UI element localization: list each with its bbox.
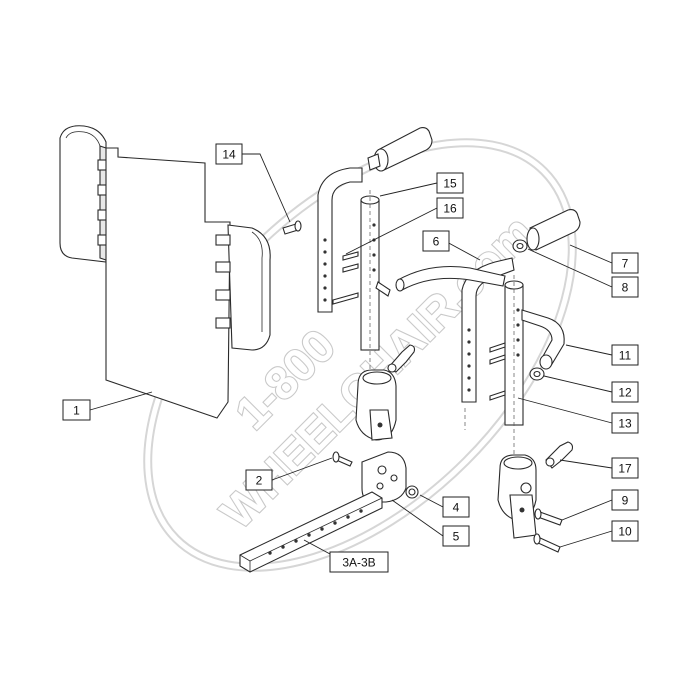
callout-3a-3b: 3A-3B [329, 551, 389, 573]
left-socket-bracket [355, 369, 397, 441]
svg-text:1: 1 [73, 404, 80, 418]
svg-text:2: 2 [256, 474, 263, 488]
callout-12: 12 [611, 381, 639, 403]
callout-5: 5 [442, 525, 470, 547]
svg-text:5: 5 [453, 530, 460, 544]
callout-14: 14 [215, 143, 243, 165]
grip-part-7 [526, 209, 581, 251]
svg-text:9: 9 [622, 494, 629, 508]
callout-17: 17 [611, 457, 639, 479]
svg-text:16: 16 [443, 202, 457, 216]
bolt-part-2 [332, 451, 353, 467]
callout-8: 8 [611, 276, 639, 298]
callout-16: 16 [436, 197, 464, 219]
callout-7: 7 [611, 252, 639, 274]
bolt-part-9 [534, 508, 563, 526]
cap-part-12 [529, 367, 545, 381]
callout-11: 11 [611, 344, 639, 366]
svg-text:17: 17 [618, 462, 632, 476]
left-tube-screws [332, 251, 391, 305]
callout-10: 10 [611, 520, 639, 542]
callout-4: 4 [442, 496, 470, 518]
svg-text:11: 11 [619, 349, 632, 363]
callout-9: 9 [611, 489, 639, 511]
side-panel-part-1 [59, 125, 271, 419]
left-tube-holes [323, 238, 327, 302]
lever-part-17 [545, 441, 574, 469]
crossbar-tube [395, 265, 506, 292]
svg-text:6: 6 [433, 235, 440, 249]
svg-text:3A-3B: 3A-3B [342, 556, 375, 570]
svg-text:14: 14 [222, 148, 236, 162]
screw-part-14 [282, 220, 302, 235]
svg-text:15: 15 [443, 177, 457, 191]
callout-13: 13 [611, 412, 639, 434]
screws-part-13 [489, 342, 506, 401]
side-bar-part-11 [521, 309, 565, 370]
callout-15: 15 [436, 172, 464, 194]
svg-text:13: 13 [618, 417, 632, 431]
callout-6: 6 [422, 230, 450, 252]
panel-clips-right [215, 234, 231, 329]
right-socket-bracket [497, 454, 537, 539]
receiver-bar-part-3 [239, 491, 383, 573]
callout-1: 1 [62, 399, 91, 421]
bolt-part-10 [533, 533, 561, 553]
nut-part-4 [405, 485, 419, 499]
svg-text:4: 4 [453, 501, 460, 515]
leader-lines [89, 153, 613, 555]
left-grip-part [367, 127, 433, 172]
callout-2: 2 [245, 469, 273, 491]
right-tube-holes [467, 328, 471, 392]
svg-text:7: 7 [622, 257, 629, 271]
svg-text:8: 8 [622, 281, 629, 295]
insert-part-8 [512, 239, 528, 253]
svg-text:10: 10 [618, 525, 632, 539]
left-armrest-tube [317, 167, 363, 313]
left-lever-part [387, 344, 416, 373]
svg-text:12: 12 [618, 386, 632, 400]
receiver-bar-holes [268, 509, 363, 555]
